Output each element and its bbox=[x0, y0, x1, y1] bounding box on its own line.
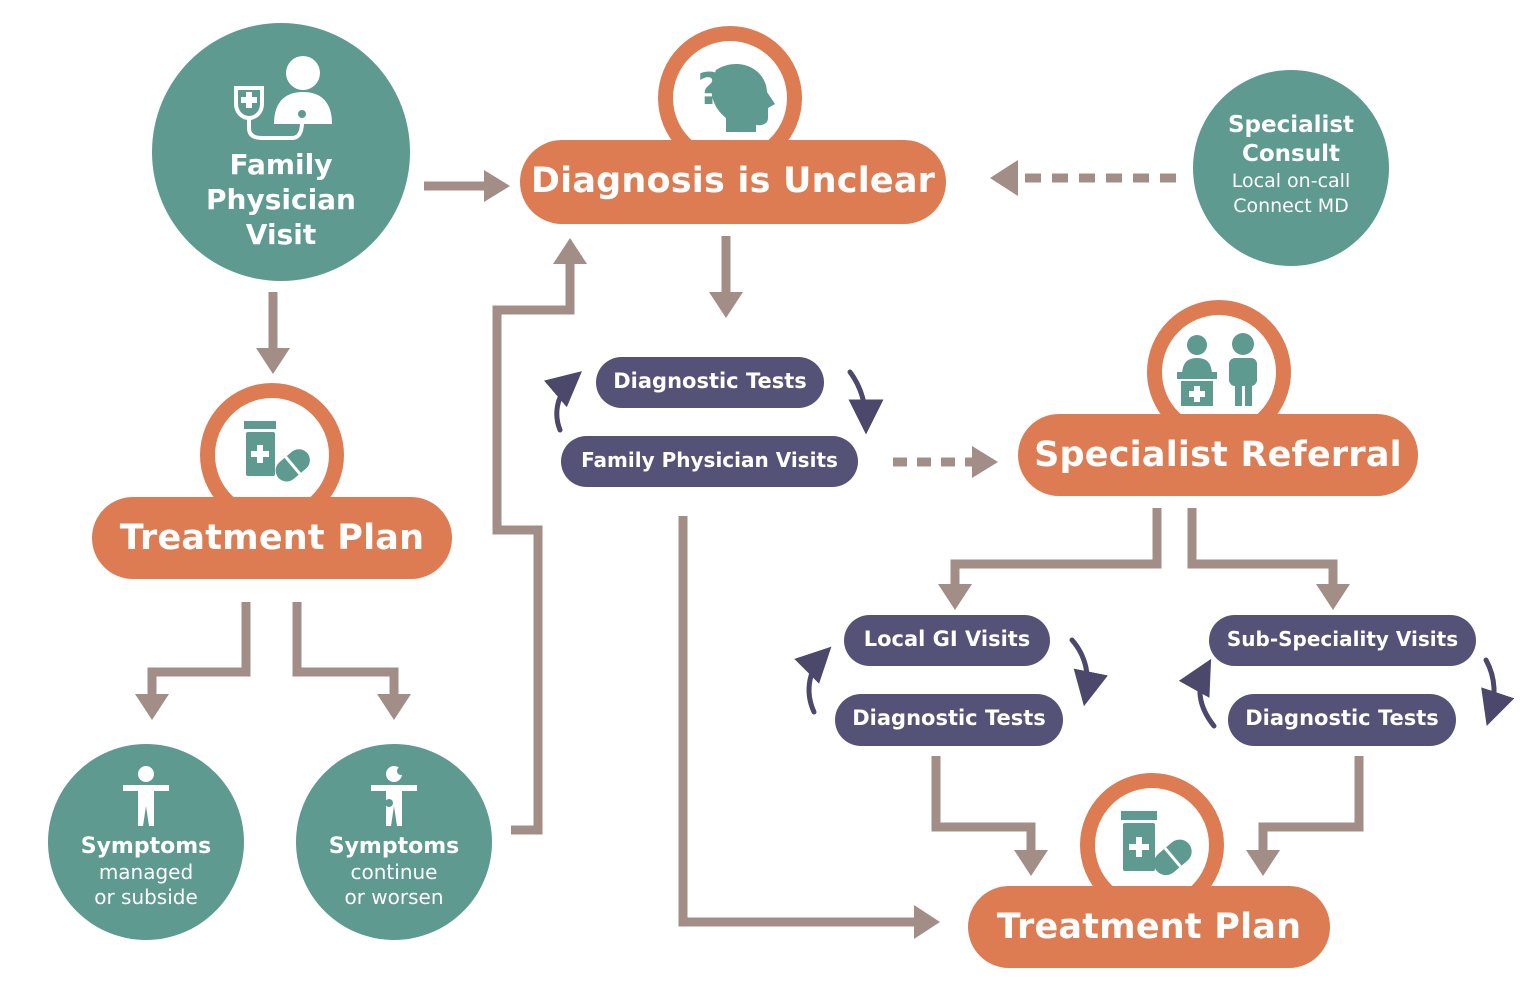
edge-visits-to-treatment bbox=[678, 516, 940, 939]
specialist-referral-label: Specialist Referral bbox=[1034, 435, 1402, 475]
symptoms-managed-title: Symptoms bbox=[80, 834, 212, 859]
specialist-consult-label: Specialist Consult Local on-call Connect… bbox=[1191, 111, 1391, 219]
family-physician-visit-label: Family Physician Visit bbox=[181, 147, 381, 252]
family-physician-visits-label: Family Physician Visits bbox=[581, 448, 838, 472]
edge-treatment-to-continue bbox=[292, 602, 411, 720]
edge-referral-to-local-gi bbox=[938, 508, 1162, 610]
diagnostic-tests-2-pill bbox=[835, 694, 1063, 746]
edge-continue-to-diagnosis bbox=[492, 238, 587, 835]
diagnostic-tests-1-pill bbox=[596, 357, 824, 408]
specialist-consult-line3: Local on-call bbox=[1231, 170, 1351, 192]
symptoms-continue-line2: continue bbox=[350, 860, 438, 884]
loop-arrow-left-3 bbox=[1178, 658, 1217, 729]
symptoms-managed-line3: or subside bbox=[94, 885, 198, 909]
sub-speciality-visits-label: Sub-Speciality Visits bbox=[1226, 627, 1459, 651]
family-physician-visit-circle bbox=[152, 23, 410, 281]
symptoms-continue-circle bbox=[296, 744, 492, 940]
sub-speciality-visits-pill bbox=[1209, 615, 1476, 666]
head-question-icon: ? bbox=[697, 64, 775, 132]
edge-family-visit-to-treatment bbox=[256, 292, 290, 374]
edge-local-tests-to-treatment bbox=[931, 756, 1048, 876]
family-physician-visit-line3: Visit bbox=[245, 218, 317, 251]
medicine-bottle-pill-icon bbox=[244, 421, 310, 482]
treatment-plan-bottom-label: Treatment Plan bbox=[996, 907, 1302, 947]
person-standing-icon bbox=[123, 766, 169, 826]
symptoms-continue-title: Symptoms bbox=[328, 834, 460, 859]
diagnostic-tests-3-pill bbox=[1228, 694, 1456, 746]
family-physician-visits-pill bbox=[561, 436, 858, 487]
edge-visits-to-referral bbox=[893, 446, 998, 478]
local-gi-visits-pill bbox=[844, 615, 1050, 666]
loop-arrow-left-1 bbox=[544, 371, 582, 433]
diagnostic-tests-3-label: Diagnostic Tests bbox=[1245, 706, 1439, 730]
edge-family-visit-to-diagnosis bbox=[424, 170, 510, 202]
doctor-stethoscope-icon bbox=[234, 56, 332, 140]
loop-arrow-left-2 bbox=[794, 646, 832, 715]
symptoms-managed-label: Symptoms managed or subside bbox=[56, 834, 236, 910]
specialist-consult-line2: Consult bbox=[1242, 141, 1340, 167]
edge-consult-to-diagnosis bbox=[990, 160, 1176, 196]
medicine-bottle-pill-icon-bottom bbox=[1121, 811, 1192, 876]
specialist-consult-line4: Connect MD bbox=[1233, 195, 1349, 217]
family-physician-visit-line2: Physician bbox=[206, 183, 356, 216]
family-physician-visit-line1: Family bbox=[229, 148, 333, 181]
edge-treatment-to-managed bbox=[135, 602, 251, 720]
symptoms-continue-line3: or worsen bbox=[344, 885, 444, 909]
diagnostic-tests-2-label: Diagnostic Tests bbox=[852, 706, 1046, 730]
person-pain-icon bbox=[371, 766, 417, 826]
loop-arrows bbox=[544, 369, 1515, 729]
loop-arrow-right-3 bbox=[1481, 657, 1515, 726]
symptoms-continue-label: Symptoms continue or worsen bbox=[304, 834, 484, 910]
edge-referral-to-subspeciality bbox=[1187, 508, 1350, 610]
diagnosis-unclear-label: Diagnosis is Unclear bbox=[530, 161, 936, 201]
specialist-desk-icon bbox=[1177, 333, 1257, 406]
diagnostic-tests-1-label: Diagnostic Tests bbox=[613, 369, 807, 393]
symptoms-managed-circle bbox=[48, 744, 244, 940]
svg-text:?: ? bbox=[697, 64, 723, 115]
local-gi-visits-label: Local GI Visits bbox=[863, 627, 1031, 651]
treatment-plan-left-label: Treatment Plan bbox=[119, 518, 425, 558]
connector-lines bbox=[135, 160, 1364, 939]
loop-arrow-right-1 bbox=[847, 369, 884, 435]
symptoms-managed-line2: managed bbox=[98, 860, 194, 884]
specialist-consult-circle bbox=[1193, 70, 1389, 266]
loop-arrow-right-2 bbox=[1069, 637, 1108, 707]
edge-sub-tests-to-treatment bbox=[1246, 756, 1364, 876]
specialist-consult-line1: Specialist bbox=[1227, 112, 1355, 138]
edge-diagnosis-to-tests bbox=[709, 236, 743, 318]
